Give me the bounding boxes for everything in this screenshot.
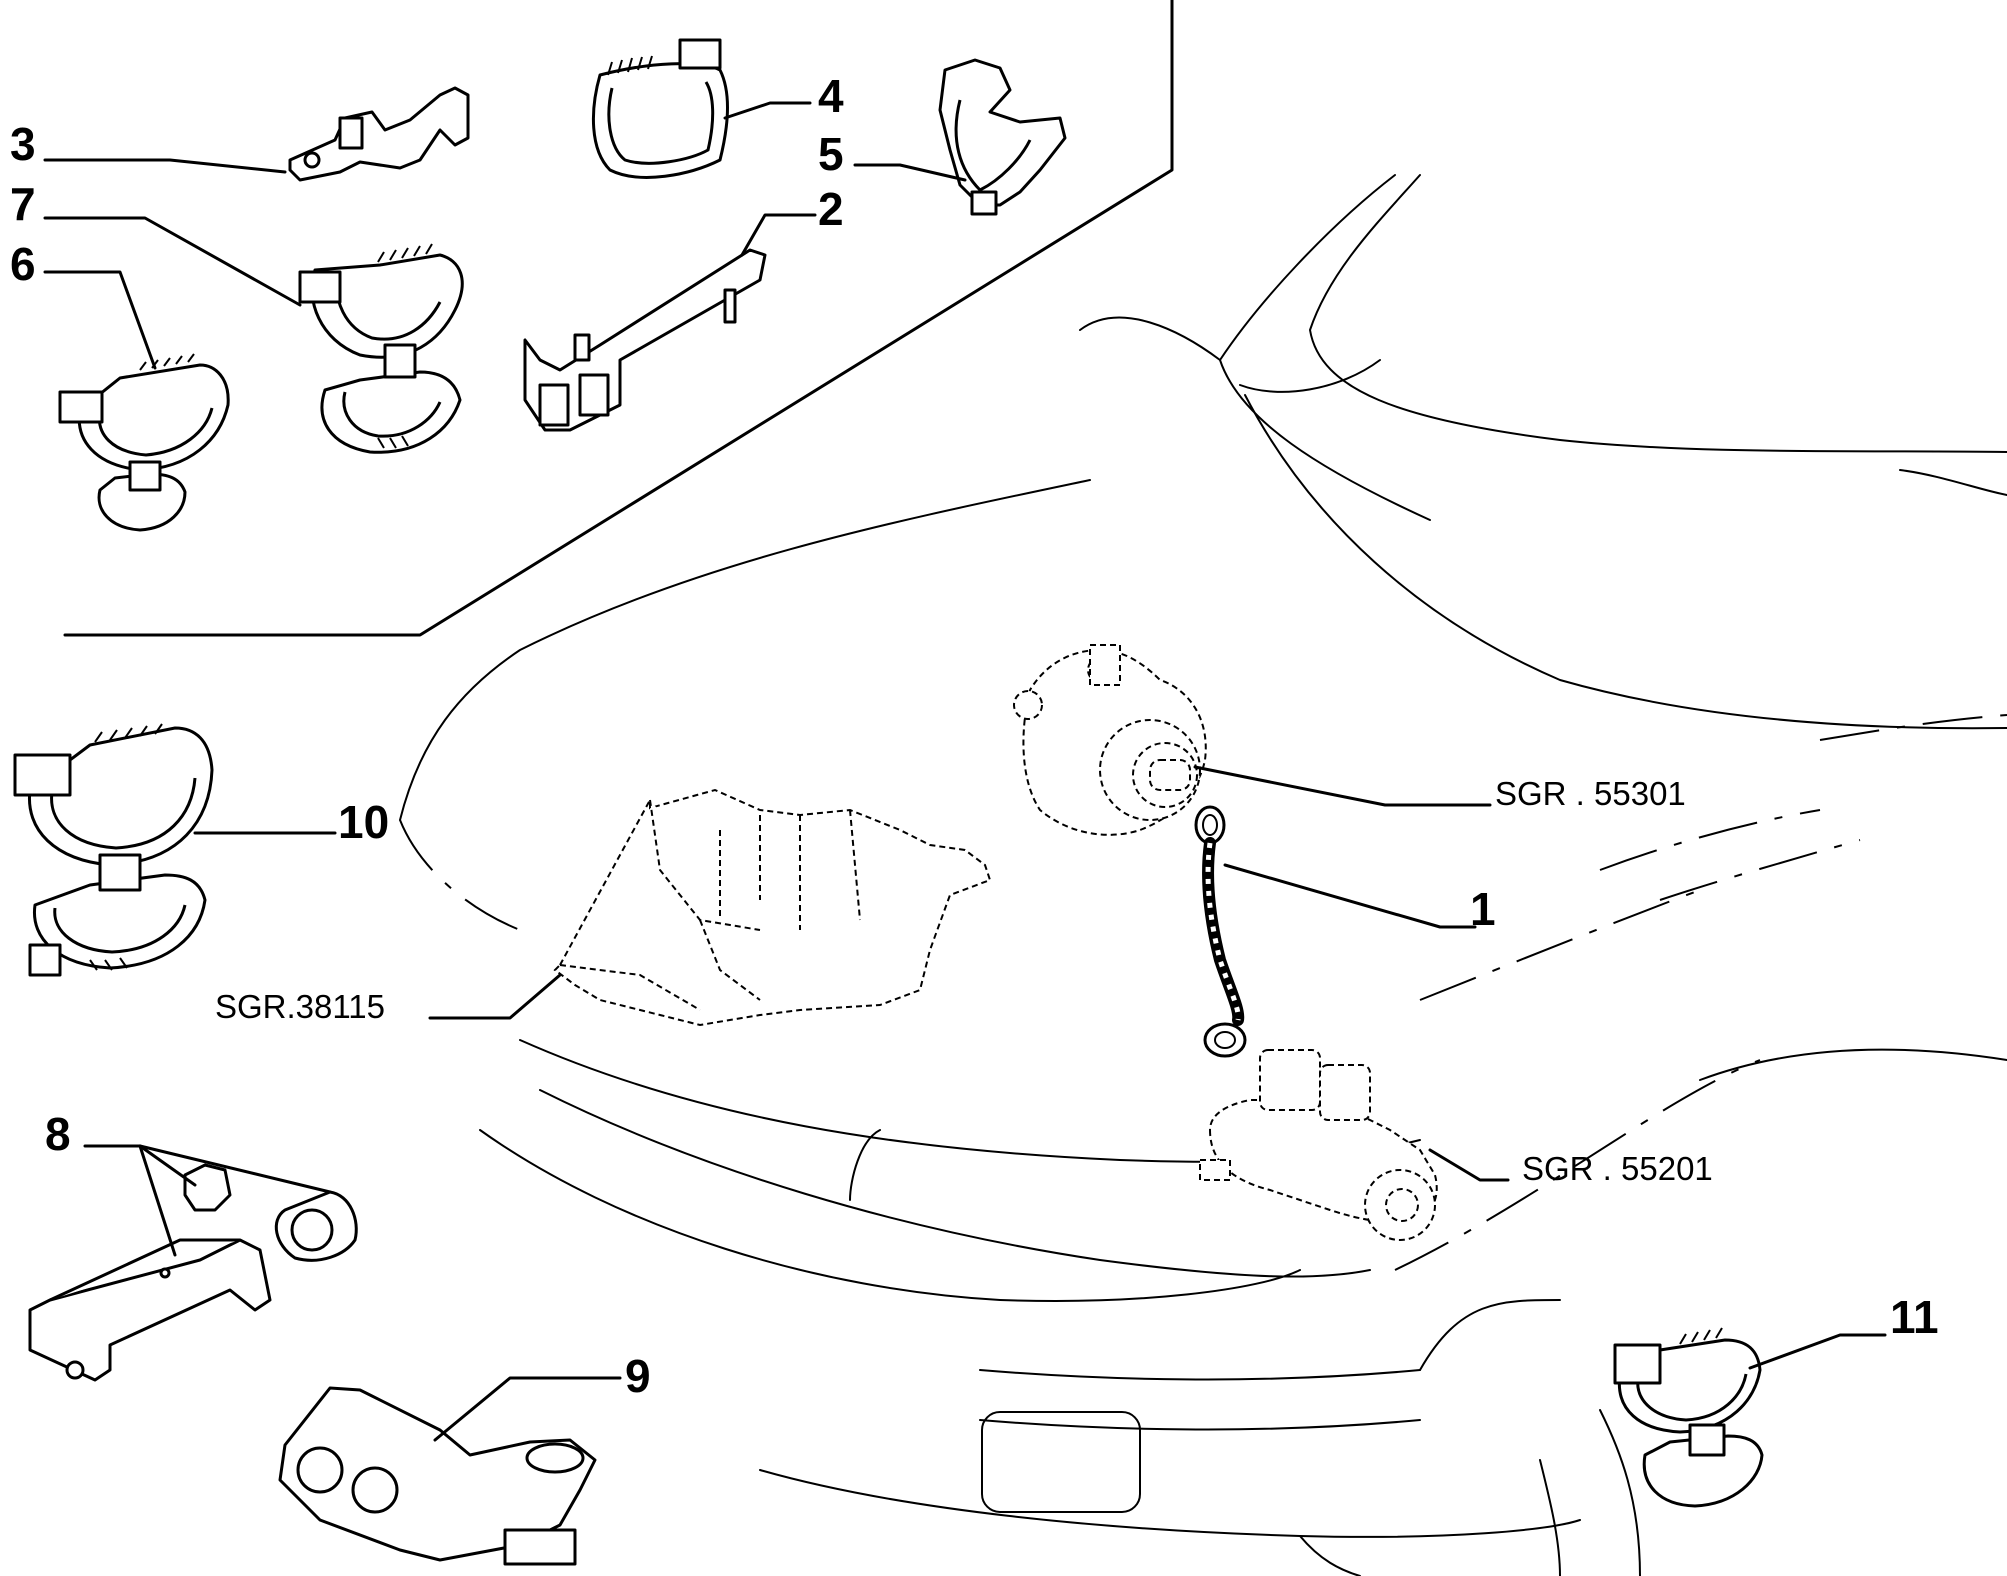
part-1-ground-cable xyxy=(1194,805,1247,1058)
part-4-strap-clip xyxy=(592,38,729,179)
part-8-bracket-and-clips xyxy=(28,1163,358,1382)
ref-starter: SGR . 55201 xyxy=(1522,1150,1713,1187)
ref-alternator: SGR . 55301 xyxy=(1495,775,1686,812)
part-7-double-clip xyxy=(298,243,464,454)
callout-10: 10 xyxy=(338,796,389,848)
callout-4: 4 xyxy=(818,70,844,122)
callout-1: 1 xyxy=(1470,883,1496,935)
reference-labels: SGR . 55301 SGR . 55201 SGR.38115 xyxy=(215,775,1713,1187)
callout-6: 6 xyxy=(10,238,36,290)
ref-engine-shield: SGR.38115 xyxy=(215,988,385,1025)
part-6-double-clip xyxy=(58,353,230,532)
part-3-bracket xyxy=(288,86,470,182)
callout-9: 9 xyxy=(625,1350,651,1402)
engine-shield xyxy=(553,788,992,1027)
part-5-clip xyxy=(938,58,1067,216)
callout-11: 11 xyxy=(1890,1291,1939,1343)
part-11-double-clip xyxy=(1613,1327,1764,1508)
callout-5: 5 xyxy=(818,128,844,180)
inset-frame xyxy=(63,0,1174,637)
part-2-rail-bracket xyxy=(523,248,767,432)
callout-2: 2 xyxy=(818,183,844,235)
alternator xyxy=(1013,644,1207,836)
callout-labels: 1 2 3 4 5 6 7 8 9 10 11 xyxy=(10,70,1939,1402)
callout-3: 3 xyxy=(10,118,36,170)
car-body-outline xyxy=(399,174,2007,1576)
starter-motor xyxy=(1199,1049,1438,1241)
callout-8: 8 xyxy=(45,1108,71,1160)
callout-7: 7 xyxy=(10,178,36,230)
part-9-bracket xyxy=(278,1386,597,1566)
part-10-double-clip xyxy=(13,723,214,977)
leader-lines xyxy=(43,101,1887,1442)
